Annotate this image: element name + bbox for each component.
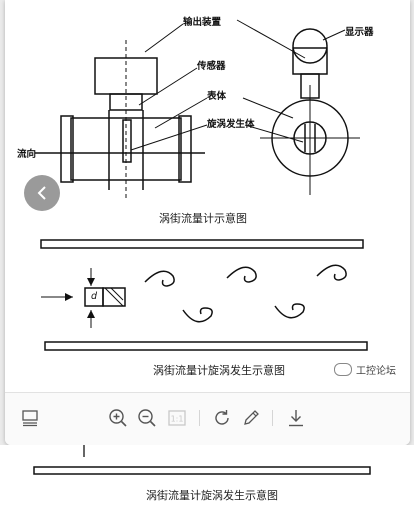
- label-body: 表体: [207, 91, 227, 102]
- zoom-in-icon: [109, 409, 127, 427]
- zoom-out-icon: [138, 409, 156, 427]
- zoom-in-button[interactable]: [107, 407, 129, 429]
- download-icon: [289, 410, 303, 427]
- wechat-icon: [334, 363, 352, 376]
- flowmeter-diagram: [35, 19, 368, 351]
- caption-vortex: 涡街流量计旋涡发生示意图: [153, 364, 285, 377]
- caption-flowmeter: 涡街流量计示意图: [159, 212, 247, 225]
- watermark-text: 工控论坛: [356, 366, 396, 377]
- rotate-button[interactable]: [211, 407, 233, 429]
- watermark: 工控论坛: [334, 362, 396, 377]
- download-button[interactable]: [285, 407, 307, 429]
- viewer-toolbar: 1:1: [5, 392, 410, 445]
- next-page-preview: 涡街流量计旋涡发生示意图: [0, 445, 414, 507]
- fit-page-button[interactable]: 1:1: [166, 407, 188, 429]
- thumbnail-icon: [22, 410, 38, 427]
- chevron-left-icon: [37, 186, 46, 200]
- fit-label: 1:1: [171, 415, 184, 424]
- page-image: 输出装置 传感器 显示器 表体 旋涡发生体 流向 d 涡街流量计示意图 涡街流量…: [5, 0, 410, 392]
- thumbnail-button[interactable]: [19, 407, 41, 429]
- label-sensor: 传感器: [197, 61, 226, 72]
- zoom-out-button[interactable]: [136, 407, 158, 429]
- label-vortex-generator: 旋涡发生体: [207, 119, 255, 130]
- rotate-icon: [215, 410, 229, 425]
- label-flow-direction: 流向: [17, 149, 37, 160]
- label-d: d: [91, 291, 98, 302]
- annotate-button[interactable]: [240, 407, 262, 429]
- fit-page-icon: 1:1: [168, 410, 186, 426]
- document-viewer: 输出装置 传感器 显示器 表体 旋涡发生体 流向 d 涡街流量计示意图 涡街流量…: [5, 0, 410, 445]
- annotate-icon: [244, 410, 259, 425]
- caption-next-page: 涡街流量计旋涡发生示意图: [146, 489, 278, 502]
- label-output-device: 输出装置: [183, 17, 222, 28]
- prev-page-button[interactable]: [24, 175, 60, 211]
- label-display: 显示器: [345, 27, 374, 38]
- toolbar-divider: [272, 410, 273, 426]
- toolbar-divider: [199, 410, 200, 426]
- next-page-diagram: [33, 445, 371, 475]
